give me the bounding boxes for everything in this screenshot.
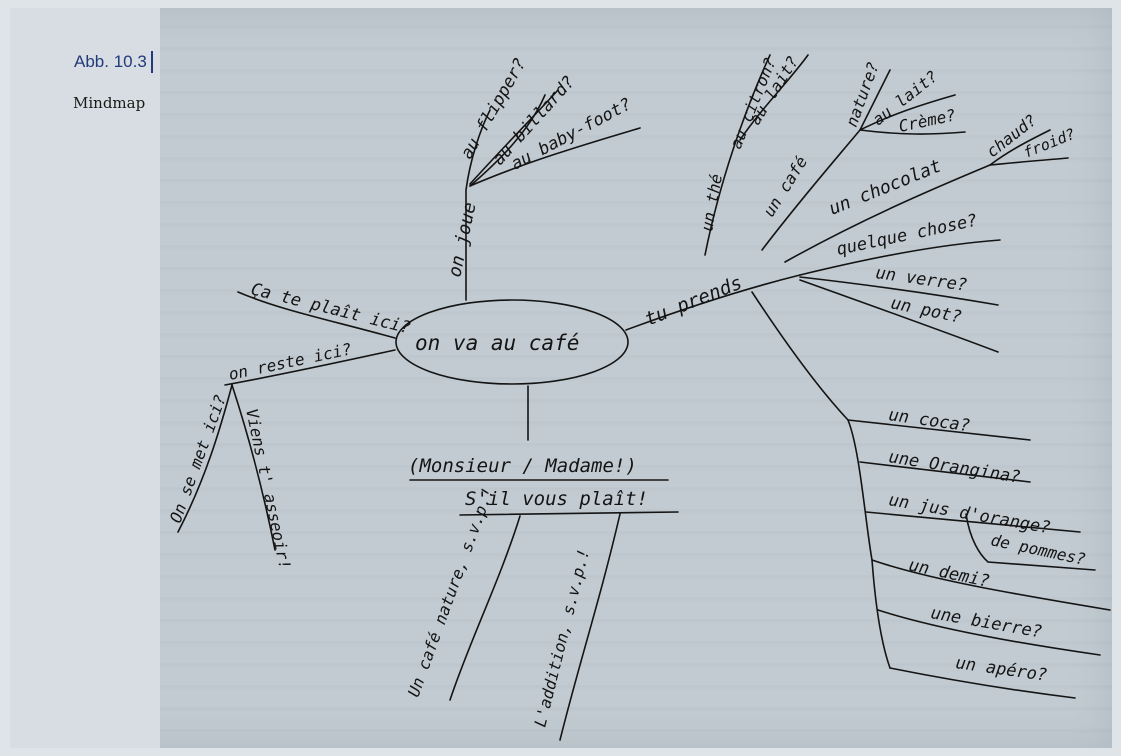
branch-line: [449, 515, 521, 701]
on-joue-label: on joue: [444, 200, 480, 279]
branch-line: [859, 94, 956, 131]
branch-line: [859, 461, 1031, 483]
branch-line: [761, 129, 861, 251]
branch-line: [989, 157, 1069, 166]
branch-line: [224, 349, 396, 386]
branch-trunk: [751, 291, 891, 669]
addition-label: L'addition, s.v.p.!: [530, 547, 593, 729]
svp-label: S'il vous plaît!: [465, 488, 648, 510]
branch-line: [877, 609, 1101, 656]
center-ellipse: [395, 299, 629, 385]
branch-line: [704, 54, 771, 256]
branch-line: [965, 513, 1096, 571]
plait-ici-label: Ça te plaît ici?: [249, 279, 413, 338]
branch-line: [989, 129, 1051, 166]
branch-line: [784, 164, 991, 263]
branch-line: [469, 127, 641, 187]
show-through-text: [160, 8, 1112, 748]
branch-line: [625, 274, 801, 331]
figure-number-bar: [151, 51, 153, 73]
branch-line: [739, 54, 809, 141]
branch-line: [469, 89, 559, 185]
cafe-label: un café: [759, 153, 811, 220]
page-margin: [10, 8, 160, 748]
branch-line: [799, 239, 1001, 276]
branch-line: [865, 511, 1081, 533]
branch-line: [799, 276, 999, 306]
branch-tu-prends: tu prends un thé au citron? au lait? un …: [625, 53, 1111, 699]
branch-line: [177, 384, 233, 533]
figure-number: Abb. 10.3: [74, 52, 147, 71]
branch-appel: (Monsieur / Madame!) S'il vous plaît! Un…: [404, 385, 679, 741]
branch-line: [859, 69, 891, 131]
branch-on-joue: on joue au flipper? au billard? au baby-…: [444, 55, 641, 301]
cafe-nature-label: Un café nature, s.v.p.!: [404, 485, 498, 700]
pot-label: un pot?: [889, 293, 963, 327]
branch-line: [237, 291, 396, 339]
branch-line: [847, 419, 1031, 441]
figure-caption: Mindmap: [73, 94, 146, 112]
tu-prends-label: tu prends: [642, 272, 746, 331]
asseoir-label: Viens t' asseoir!: [242, 407, 295, 571]
branch-line: [871, 559, 1111, 611]
demi-label: un demi?: [907, 555, 991, 592]
apero-label: un apéro?: [954, 653, 1048, 686]
branch-line: [469, 94, 546, 187]
branch-place: Ça te plaît ici? on reste ici? On se met…: [166, 279, 413, 571]
figure-area: [160, 8, 1112, 748]
orangina-label: une Orangina?: [887, 447, 1022, 488]
branch-line: [459, 511, 679, 516]
branch-line: [231, 384, 276, 551]
center-label: on va au café: [415, 331, 579, 355]
coca-label: un coca?: [887, 405, 971, 436]
branch-line: [559, 513, 621, 741]
verre-label: un verre?: [874, 263, 968, 296]
the-label: un thé: [697, 172, 726, 232]
reste-ici-label: on reste ici?: [227, 339, 353, 384]
met-ici-label: On se met ici?: [166, 392, 230, 525]
monsieur-madame-label: (Monsieur / Madame!): [408, 455, 637, 477]
branch-line: [465, 109, 491, 301]
branch-line: [859, 129, 966, 135]
branch-line: [799, 279, 999, 353]
branch-line: [889, 667, 1076, 699]
